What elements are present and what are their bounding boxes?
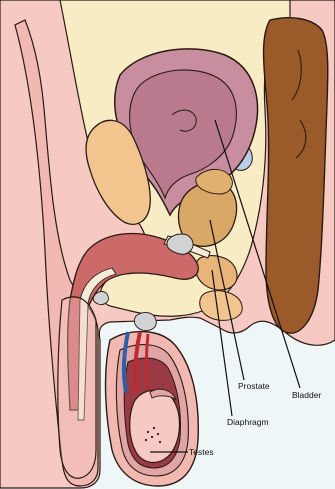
label-bladder: Bladder [292, 391, 321, 400]
label-diaphragm: Diaphragm [227, 418, 269, 427]
rectum [264, 18, 328, 333]
perineal-tissue [134, 313, 156, 331]
spermatic-artery [147, 334, 149, 390]
label-testes: Testes [189, 448, 214, 457]
label-prostate: Prostate [238, 382, 270, 391]
penis-shaft [58, 297, 96, 478]
